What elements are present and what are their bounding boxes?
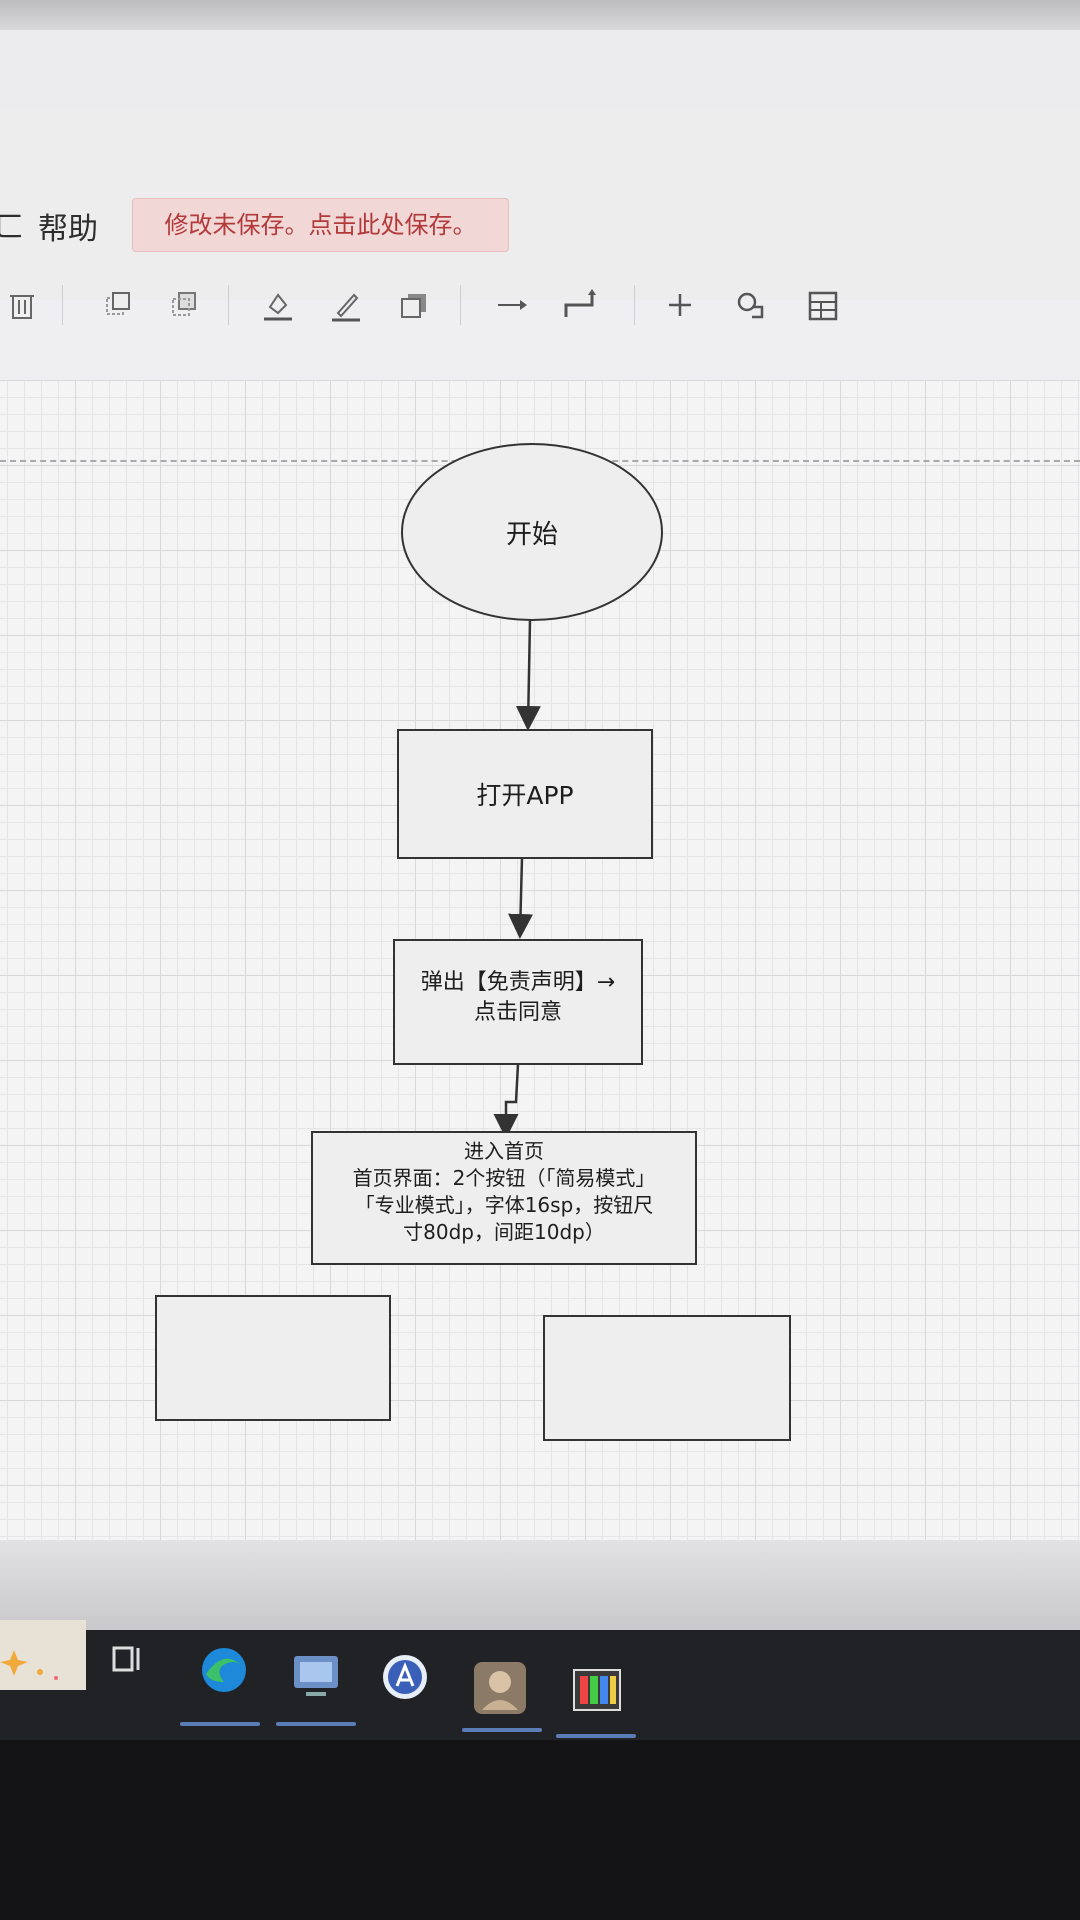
arrow-start-to-open[interactable]	[515, 619, 541, 731]
taskbar	[0, 1630, 1080, 1740]
edge-icon[interactable]	[194, 1640, 254, 1700]
remote-desktop-active-indicator	[276, 1722, 356, 1726]
top-bezel	[0, 0, 1080, 30]
delete-icon[interactable]	[2, 285, 42, 325]
open-app-node-label: 打开APP	[476, 781, 574, 810]
menu-item-partial[interactable]: ㄈ	[0, 210, 24, 245]
insert-icon[interactable]	[660, 285, 700, 325]
arrow-open-to-disclaimer[interactable]	[508, 857, 534, 939]
flowchart-diagram	[155, 443, 791, 1441]
disclaimer-line-2: 点击同意	[473, 1000, 562, 1025]
toolbar-separator	[460, 285, 461, 325]
edge-active-indicator	[180, 1722, 260, 1726]
screen-bottom-edge	[0, 1540, 1080, 1630]
home-line-2: 首页界面：2个按钮（「简易模式」	[352, 1166, 656, 1190]
home-line-3: 「专业模式」，字体16sp，按钮尺	[354, 1193, 654, 1217]
avatar-app-icon[interactable]	[470, 1658, 530, 1718]
home-node-label: 进入首页 首页界面：2个按钮（「简易模式」 「专业模式」，字体16sp，按钮尺 …	[312, 1138, 696, 1246]
toolbar-separator	[634, 285, 635, 325]
to-back-icon[interactable]	[164, 285, 204, 325]
disclaimer-node-shape[interactable]	[393, 939, 643, 1065]
toolbar	[0, 300, 1080, 381]
waypoints-icon[interactable]	[560, 285, 600, 325]
monitor-bezel-bottom	[0, 1740, 1080, 1920]
empty-box-left[interactable]	[155, 1295, 391, 1421]
remote-desktop-icon[interactable]	[286, 1646, 346, 1706]
widgets-icon[interactable]	[0, 1620, 86, 1690]
table-icon[interactable]	[802, 285, 842, 325]
home-line-4: 寸80dp，间距10dp）	[403, 1220, 605, 1244]
shape-icon[interactable]	[730, 285, 770, 325]
shadow-icon[interactable]	[394, 285, 434, 325]
arrow-disclaimer-to-home[interactable]	[493, 1063, 520, 1139]
home-line-1: 进入首页	[464, 1139, 544, 1163]
open-app-node-shape[interactable]	[397, 729, 653, 859]
menu-item-help[interactable]: 帮助	[38, 212, 98, 247]
fill-color-icon[interactable]	[258, 285, 298, 325]
line-color-icon[interactable]	[326, 285, 366, 325]
avatar-app-active-indicator	[462, 1728, 542, 1732]
unsaved-changes-notice[interactable]: 修改未保存。点击此处保存。	[132, 198, 509, 252]
media-app-icon[interactable]	[568, 1662, 628, 1722]
toolbar-separator	[228, 285, 229, 325]
home-node-shape[interactable]	[311, 1131, 697, 1265]
to-front-icon[interactable]	[98, 285, 138, 325]
app-store-icon[interactable]	[380, 1652, 430, 1702]
empty-box-right[interactable]	[543, 1315, 791, 1441]
start-node-shape[interactable]	[401, 443, 663, 621]
task-view-icon[interactable]	[108, 1640, 148, 1680]
disclaimer-line-1: 弹出【免责声明】→	[420, 970, 616, 995]
start-node-label: 开始	[505, 520, 558, 550]
connector-icon[interactable]	[492, 285, 532, 325]
disclaimer-node-label: 弹出【免责声明】→ 点击同意	[394, 968, 642, 1028]
toolbar-separator	[62, 285, 63, 325]
title-area	[0, 30, 1080, 111]
media-app-active-indicator	[556, 1734, 636, 1738]
